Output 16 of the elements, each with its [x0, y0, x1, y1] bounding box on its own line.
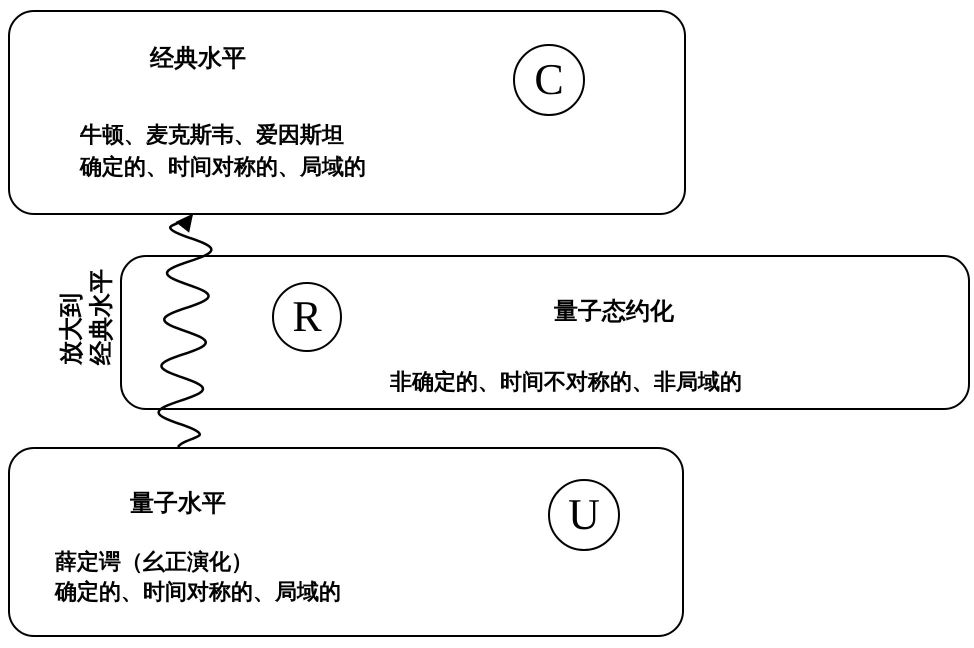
letter-circle: R: [272, 282, 342, 352]
wavy-arrow: [157, 214, 213, 448]
description: 薛定谔（幺正演化）: [55, 548, 253, 577]
description: 确定的、时间对称的、局域的: [80, 154, 366, 182]
edge-label: 放大到经典水平: [56, 269, 116, 365]
description: 确定的、时间对称的、局域的: [55, 578, 341, 607]
level-box: [120, 255, 970, 410]
description: 非确定的、时间不对称的、非局域的: [390, 368, 742, 397]
letter-circle: U: [548, 479, 620, 551]
letter-circle: C: [513, 44, 585, 116]
heading: 经典水平: [150, 43, 246, 74]
level-box: [8, 447, 684, 637]
level-box: [8, 10, 686, 215]
description: 牛顿、麦克斯韦、爱因斯坦: [80, 122, 344, 150]
heading: 量子态约化: [554, 296, 674, 327]
heading: 量子水平: [130, 488, 226, 519]
